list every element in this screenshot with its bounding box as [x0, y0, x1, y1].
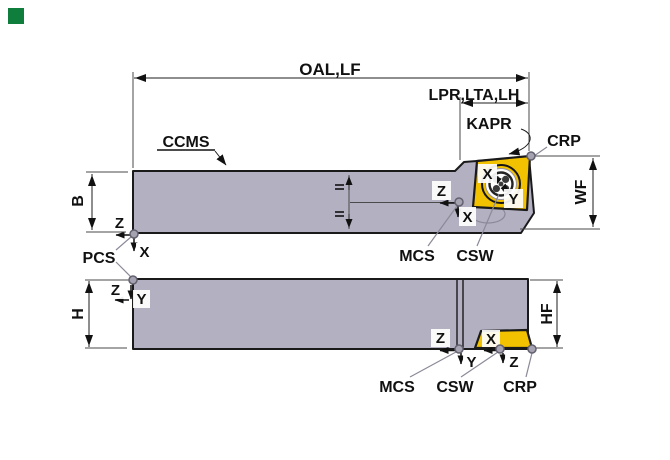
mcs-axes-top: Z X	[432, 181, 476, 226]
dim-wf: WF	[520, 155, 600, 230]
mcs-datum-dot-bottom	[454, 344, 464, 354]
lpr-lta-lh-label: LPR,LTA,LH	[429, 87, 520, 104]
csw-label-bottom: CSW	[436, 379, 474, 396]
dim-lpr-lta-lh: LPR,LTA,LH	[429, 87, 528, 160]
pcs-datum-dot-bottom	[128, 275, 138, 285]
dim-b: B	[70, 171, 128, 233]
pcs-datum-dot-top	[129, 229, 139, 239]
pcs-axes-bottom: Z Y	[106, 281, 150, 308]
crp-datum-dot-bottom	[527, 344, 537, 354]
tool-body-side	[132, 156, 535, 234]
ccms-label: CCMS	[162, 134, 209, 151]
mcs-z-axis-label-bottom: Z	[436, 330, 445, 347]
csw-datum-dot-bottom	[495, 344, 505, 354]
wf-label: WF	[573, 179, 590, 204]
mcs-label-bottom: MCS	[379, 379, 415, 396]
dim-kapr: KAPR	[466, 116, 531, 156]
csw-axes-bottom: X Z	[482, 330, 523, 371]
insert-y-axis-label: Y	[508, 191, 518, 208]
pcs-x-axis-label-top: X	[139, 244, 149, 261]
ccms-callout: CCMS	[157, 134, 227, 166]
kapr-arc-arrow	[508, 128, 531, 156]
dim-oal-lf: OAL,LF	[132, 60, 530, 168]
crp-datum-dot-top	[526, 151, 536, 161]
kapr-label: KAPR	[466, 116, 512, 133]
mcs-axes-bottom: Z Y	[431, 329, 480, 371]
pcs-z-axis-label-bottom: Z	[111, 282, 120, 299]
b-label: B	[70, 195, 87, 207]
crp-label-top: CRP	[547, 133, 581, 150]
crp-label-bottom: CRP	[503, 379, 537, 396]
dim-h: H	[70, 279, 129, 349]
tool-body-plan	[132, 278, 529, 350]
csw-x-axis-label-bottom: X	[486, 331, 496, 348]
mcs-datum-dot-top	[454, 197, 464, 207]
mcs-z-axis-label-top: Z	[437, 183, 446, 200]
hf-label: HF	[539, 303, 556, 325]
top-view: X Y Z X Z X OAL,LF	[70, 60, 600, 278]
mcs-y-axis-label-bottom: Y	[466, 354, 476, 371]
insert-x-axis-label: X	[482, 166, 492, 183]
pcs-z-axis-label-top: Z	[115, 215, 124, 232]
csw-label-top: CSW	[456, 248, 494, 265]
pcs-label: PCS	[83, 250, 116, 267]
crp-callout-top: CRP	[533, 133, 581, 157]
center-height-mark	[335, 175, 457, 229]
oal-lf-label: OAL,LF	[299, 60, 360, 79]
bottom-view: Z Y Z Y X Z H	[70, 275, 563, 396]
csw-z-axis-label-bottom: Z	[509, 354, 518, 371]
callouts-bottom: MCS CSW CRP	[379, 351, 537, 396]
mcs-x-axis-label-top: X	[462, 209, 472, 226]
mcs-label-top: MCS	[399, 248, 435, 265]
callouts-top: PCS MCS CSW	[83, 193, 500, 278]
pcs-axes-top: Z X	[110, 214, 153, 261]
csw-axes-top: X Y	[478, 164, 523, 208]
pcs-y-axis-label-bottom: Y	[136, 291, 146, 308]
h-label: H	[70, 308, 87, 320]
green-corner-marker	[8, 8, 24, 24]
dim-hf: HF	[530, 279, 563, 349]
